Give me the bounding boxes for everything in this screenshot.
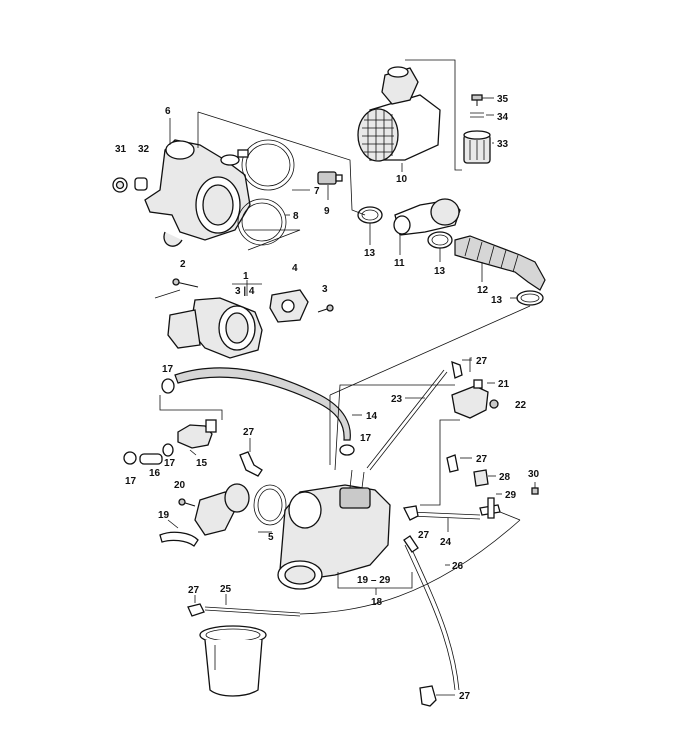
label-3: 3	[322, 284, 328, 295]
clamp-17a	[161, 378, 175, 394]
clamp-17b	[339, 444, 355, 456]
check-valve-28	[473, 469, 489, 487]
connector-27g	[187, 603, 205, 617]
vent-hose	[174, 367, 351, 441]
label-4: 4	[292, 263, 298, 274]
tee-connector-29	[479, 497, 501, 519]
vacuum-line-24	[409, 511, 481, 520]
label-35: 35	[497, 94, 509, 105]
label-32: 32	[138, 144, 150, 155]
clamp-17d	[162, 443, 174, 457]
leader-lines	[154, 59, 536, 696]
connector-27f	[419, 685, 437, 707]
label-28: 28	[499, 472, 511, 483]
throttle-valve-5	[224, 483, 250, 513]
vacuum-line-23	[366, 369, 448, 471]
label-15: 15	[196, 458, 208, 469]
label-29: 29	[505, 490, 517, 501]
label-18: 18	[371, 597, 383, 608]
sleeve-16	[139, 453, 163, 465]
label-33: 33	[497, 139, 509, 150]
label-12: 12	[477, 285, 489, 296]
clamp-13c	[516, 290, 544, 306]
label-27f: 27	[459, 691, 471, 702]
label-34: 34	[497, 112, 509, 123]
vacuum-line-26	[404, 542, 460, 691]
label-19-29: 19 – 29	[357, 575, 391, 586]
plug-cap-31	[112, 177, 128, 193]
solenoid-valve	[451, 379, 489, 419]
label-17c: 17	[164, 458, 176, 469]
hose-clamp-7	[237, 139, 295, 191]
label-22: 22	[515, 400, 527, 411]
label-6: 6	[165, 106, 171, 117]
label-24: 24	[440, 537, 452, 548]
label-7: 7	[314, 186, 320, 197]
label-3-4: 3 | 4	[235, 286, 255, 297]
bracket-19	[159, 491, 236, 547]
screw-35	[471, 94, 483, 106]
label-27e: 27	[188, 585, 200, 596]
intake-plenum	[277, 469, 391, 590]
label-26: 26	[452, 561, 464, 572]
screw-2	[172, 278, 199, 288]
label-5: 5	[268, 532, 274, 543]
temperature-sensor	[317, 171, 343, 185]
label-13a: 13	[364, 248, 376, 259]
label-25: 25	[220, 584, 232, 595]
idle-valve	[393, 198, 461, 236]
air-mass-meter	[357, 66, 441, 162]
throttle-body	[167, 297, 263, 359]
canister	[199, 625, 267, 697]
label-16: 16	[149, 468, 161, 479]
connector-27b	[239, 451, 263, 477]
clamp-13a	[357, 206, 383, 224]
label-13c: 13	[491, 295, 503, 306]
intake-housing	[144, 139, 251, 247]
label-17a: 17	[162, 364, 174, 375]
label-9: 9	[324, 206, 330, 217]
label-11: 11	[394, 258, 405, 269]
label-1: 1	[243, 271, 249, 282]
label-14: 14	[366, 411, 378, 422]
intake-hose	[454, 235, 546, 291]
connector-27e	[403, 505, 419, 521]
screw-22	[489, 399, 499, 409]
label-27a: 27	[476, 356, 488, 367]
label-31: 31	[115, 144, 127, 155]
label-8: 8	[293, 211, 299, 222]
check-valve	[177, 419, 217, 449]
screw-20	[178, 498, 196, 507]
label-23: 23	[391, 394, 403, 405]
connector-27d	[403, 535, 419, 553]
label-27c: 27	[476, 454, 488, 465]
connector-27a	[451, 360, 463, 379]
label-20: 20	[174, 480, 186, 491]
label-17d: 17	[125, 476, 137, 487]
label-19: 19	[158, 510, 170, 521]
screw-3	[317, 304, 334, 313]
label-21: 21	[498, 379, 510, 390]
label-30: 30	[528, 469, 540, 480]
label-2: 2	[180, 259, 186, 270]
label-10: 10	[396, 174, 408, 185]
plug-30	[531, 487, 539, 495]
callout-labels: 6 31 32 7 8 9 10 35 34 33 13 11 13 12 13…	[115, 94, 540, 702]
clamp-17c	[123, 451, 137, 465]
label-27d: 27	[418, 530, 430, 541]
filter-cartridge	[463, 130, 491, 164]
clamp-13b	[427, 231, 453, 249]
connector-27c	[446, 454, 459, 473]
plug-cap-32	[134, 177, 148, 191]
gasket-ring	[253, 484, 287, 526]
spring-washer	[470, 112, 484, 118]
label-27b: 27	[243, 427, 255, 438]
vacuum-line-25	[204, 606, 301, 617]
label-13b: 13	[434, 266, 446, 277]
throttle-switch	[269, 289, 309, 323]
label-17b: 17	[360, 433, 372, 444]
